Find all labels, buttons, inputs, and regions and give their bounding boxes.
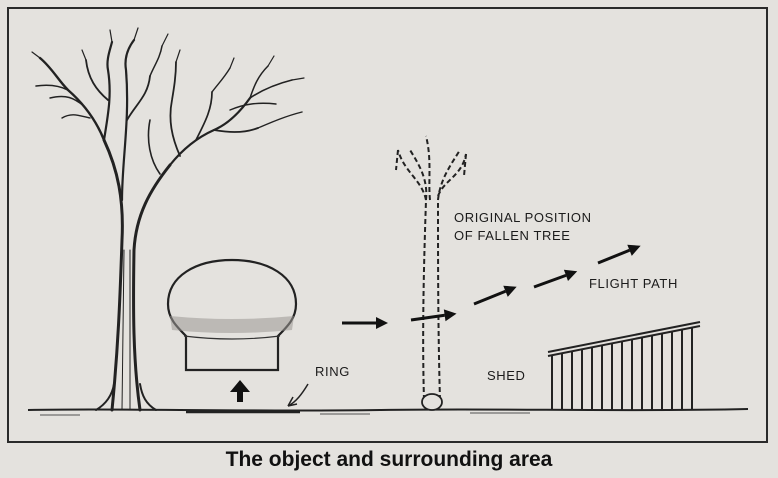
fallen-tree-outline — [395, 135, 467, 401]
domed-object — [166, 258, 298, 372]
shed — [547, 321, 701, 410]
diagram-frame — [7, 7, 768, 443]
label-shed: SHED — [487, 368, 526, 383]
ground-line — [27, 408, 749, 416]
flight-path-arrows — [342, 244, 641, 329]
tree-stump — [421, 393, 443, 411]
bare-tree — [31, 27, 305, 412]
label-of-fallen-tree: OF FALLEN TREE — [454, 228, 571, 243]
diagram-scene — [27, 27, 749, 416]
figure-caption: The object and surrounding area — [225, 448, 553, 471]
label-flight-path: FLIGHT PATH — [589, 276, 678, 291]
up-arrow — [230, 380, 250, 402]
label-ring: RING — [315, 364, 350, 379]
ring-pointer — [287, 383, 309, 407]
label-original-position: ORIGINAL POSITION — [454, 210, 592, 225]
